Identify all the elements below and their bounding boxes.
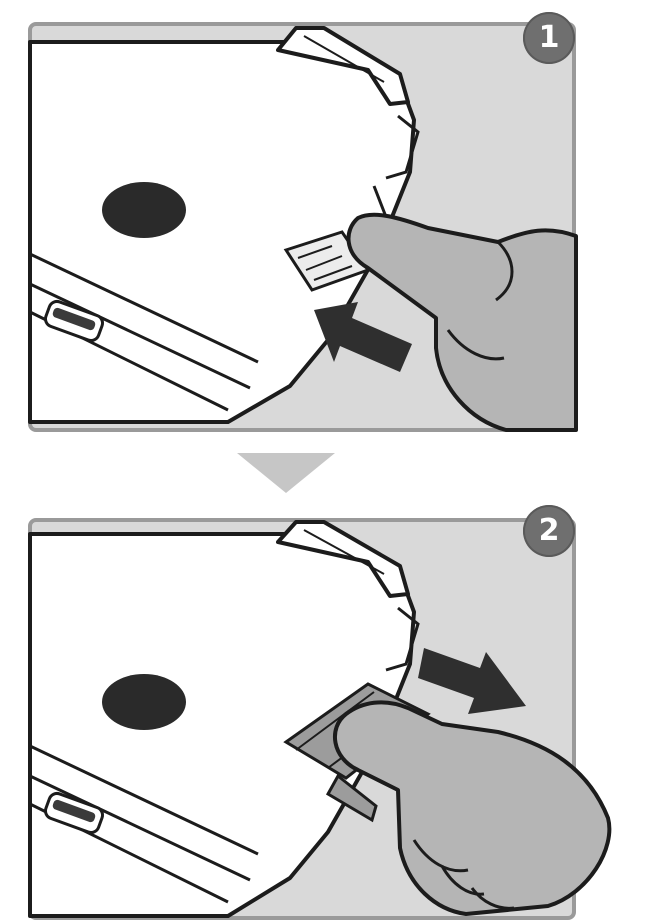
console-button <box>102 182 186 238</box>
step-1-panel <box>28 22 576 432</box>
step-number-badge: 2 <box>523 505 575 557</box>
step-2-panel <box>28 518 576 918</box>
step-2-illustration <box>28 518 576 918</box>
console-button <box>102 674 186 730</box>
step-1-illustration <box>28 22 576 432</box>
step-number-badge: 1 <box>523 12 575 64</box>
down-arrow-icon <box>237 453 335 493</box>
